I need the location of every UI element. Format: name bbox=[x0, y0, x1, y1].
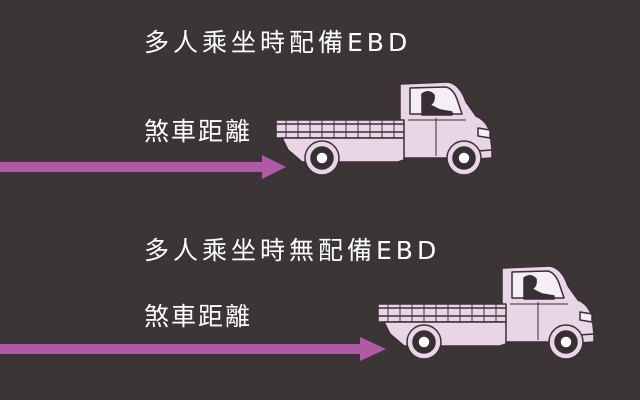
arrow-head-with-ebd bbox=[262, 155, 286, 179]
braking-distance-label-with-ebd: 煞車距離 bbox=[144, 117, 253, 146]
arrow-head-without-ebd bbox=[360, 337, 386, 361]
right-arrow-icon bbox=[0, 155, 286, 179]
braking-distance-label-without-ebd: 煞車距離 bbox=[144, 302, 253, 331]
truck-bed bbox=[275, 119, 405, 139]
scenario-title-with-ebd: 多人乘坐時配備EBD bbox=[144, 28, 412, 57]
braking-distance-bar-without-ebd bbox=[0, 344, 364, 354]
driver-silhouette bbox=[523, 275, 555, 300]
truck-chassis bbox=[281, 137, 405, 163]
truck-bed bbox=[377, 303, 507, 323]
truck-chassis bbox=[383, 321, 507, 347]
driver-silhouette bbox=[421, 91, 453, 116]
pickup-truck-icon bbox=[377, 265, 595, 360]
right-arrow-icon bbox=[0, 337, 386, 361]
braking-distance-bar-with-ebd bbox=[0, 162, 265, 172]
scenario-title-without-ebd: 多人乘坐時無配備EBD bbox=[144, 236, 441, 265]
pickup-truck-icon bbox=[275, 81, 493, 176]
